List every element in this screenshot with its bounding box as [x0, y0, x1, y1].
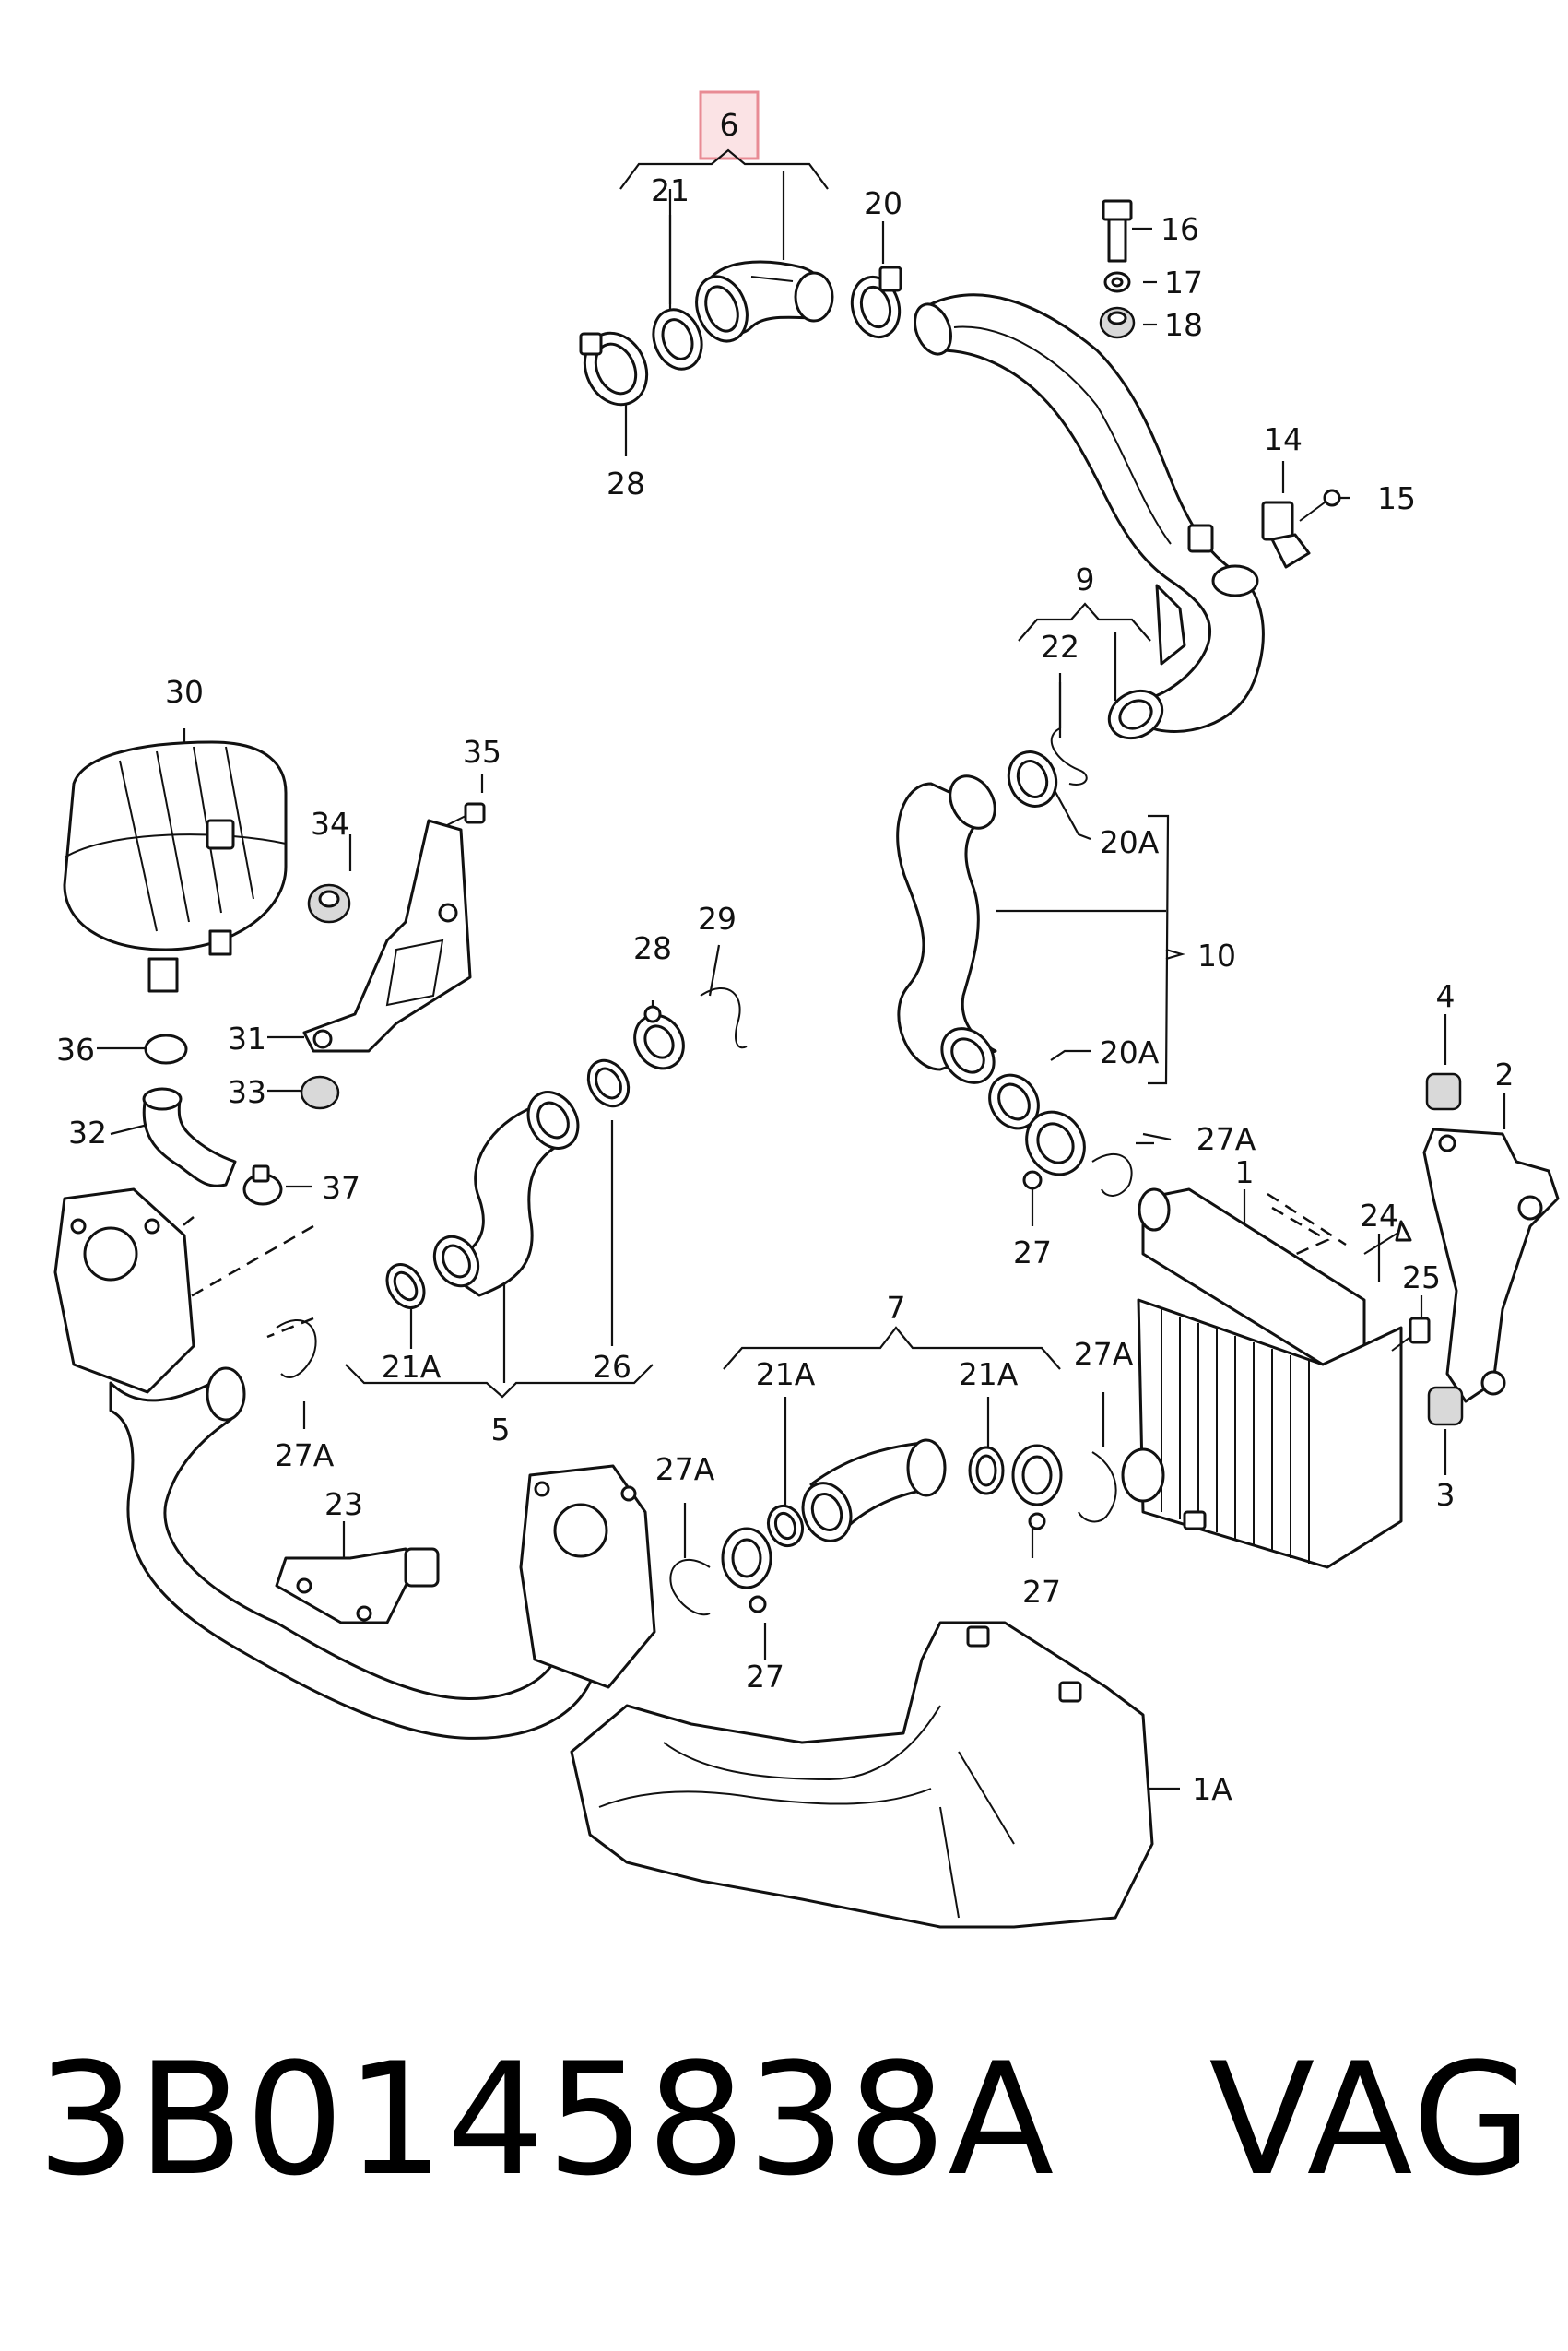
bolt-35 [446, 802, 486, 826]
clip-27A-right [1091, 1152, 1133, 1197]
label-1A: 1A [1192, 1771, 1232, 1807]
label-21A-m1: 21A [756, 1356, 816, 1392]
label-28-mid: 28 [633, 930, 672, 966]
label-31: 31 [228, 1021, 266, 1057]
label-3: 3 [1436, 1477, 1456, 1513]
highlight-box-6 [699, 90, 760, 160]
sensor-14 [1261, 501, 1311, 569]
screw-25 [1391, 1317, 1431, 1352]
clamp-27-right [1022, 1110, 1086, 1190]
grommet-4 [1425, 1072, 1462, 1111]
label-20: 20 [864, 185, 902, 221]
label-27A-l: 27A [275, 1437, 335, 1473]
ring-21A-mid1 [766, 1504, 805, 1548]
turbo-flange-mid [519, 1464, 656, 1689]
grommet-18 [1099, 306, 1136, 339]
bolt-16 [1102, 199, 1133, 263]
label-18: 18 [1164, 307, 1203, 343]
label-2: 2 [1495, 1057, 1515, 1093]
label-28-top: 28 [607, 466, 645, 502]
ring-21A-mid2 [968, 1446, 1005, 1495]
clamp-28-mid [633, 1005, 685, 1070]
label-20A-a: 20A [1100, 824, 1160, 860]
hose-32 [142, 1087, 237, 1187]
ring-21A-left [385, 1263, 426, 1309]
part-labels: 6 21 20 16 17 18 28 14 15 9 22 20A 10 20… [56, 107, 1515, 1807]
label-17: 17 [1164, 265, 1203, 301]
ring-20A-top [1007, 750, 1058, 808]
ring-20A-bottom [988, 1073, 1040, 1130]
label-23: 23 [324, 1486, 363, 1522]
pipe-23 [109, 1366, 601, 1740]
label-25: 25 [1402, 1259, 1441, 1295]
clamp-20-top [850, 266, 902, 339]
label-27A-b: 27A [655, 1451, 715, 1487]
label-9: 9 [1076, 561, 1095, 597]
label-14: 14 [1264, 421, 1303, 457]
label-16: 16 [1161, 211, 1199, 247]
label-6: 6 [720, 107, 739, 143]
turbo-flange-left [53, 1187, 195, 1394]
label-24: 24 [1360, 1198, 1398, 1234]
bracket-31 [302, 819, 472, 1053]
hose-part-6 [695, 260, 834, 343]
clip-27A-mid [1078, 1451, 1117, 1523]
clip-27A-bottom [669, 1558, 711, 1616]
hose-part-5 [432, 1091, 580, 1297]
bracket-2 [1422, 1128, 1560, 1403]
grommet-34 [307, 883, 351, 924]
reservoir-30 [63, 740, 288, 993]
clamp-28-top [579, 331, 649, 407]
label-10: 10 [1197, 938, 1236, 974]
ring-26 [586, 1058, 631, 1108]
clamp-36 [144, 1034, 188, 1065]
pipe-top-right [914, 293, 1265, 740]
clamp-27-bottom [721, 1527, 772, 1613]
label-21A-l: 21A [382, 1349, 442, 1385]
label-34: 34 [311, 806, 349, 842]
label-27A-r: 27A [1197, 1121, 1256, 1157]
grommet-33 [300, 1075, 340, 1110]
clamp-27-mid [1011, 1444, 1063, 1530]
hose-part-7 [801, 1438, 947, 1542]
label-27-r: 27 [1013, 1235, 1052, 1270]
label-7: 7 [887, 1290, 906, 1326]
label-22: 22 [1041, 629, 1079, 665]
ring-21-top [652, 308, 703, 371]
label-27-b: 27 [746, 1659, 784, 1695]
label-30: 30 [165, 674, 204, 710]
rivet-24 [1363, 1220, 1412, 1255]
label-21-top: 21 [651, 172, 690, 208]
clip-22 [1050, 727, 1088, 786]
part-number-title: 3B0145838A VAG [37, 2029, 1534, 2210]
label-27-m: 27 [1022, 1574, 1061, 1610]
label-36: 36 [56, 1032, 95, 1068]
label-5: 5 [491, 1412, 511, 1447]
label-4: 4 [1436, 978, 1456, 1014]
label-37: 37 [322, 1170, 360, 1206]
screw-15 [1299, 489, 1341, 522]
label-21A-m2: 21A [959, 1356, 1019, 1392]
label-35: 35 [463, 734, 501, 770]
label-27A-m: 27A [1074, 1336, 1134, 1372]
clip-27A-left [276, 1318, 317, 1378]
hose-part-10 [896, 774, 997, 1084]
air-duct-1A [570, 1621, 1154, 1929]
label-33: 33 [228, 1074, 266, 1110]
intercooler-1 [1121, 1187, 1403, 1569]
label-20A-b: 20A [1100, 1034, 1160, 1070]
label-29: 29 [698, 901, 737, 937]
label-15: 15 [1377, 480, 1416, 516]
label-26: 26 [593, 1349, 631, 1385]
clip-29 [700, 986, 748, 1049]
washer-17 [1103, 271, 1131, 293]
clamp-37 [242, 1164, 283, 1206]
grommet-3 [1427, 1386, 1464, 1426]
label-32: 32 [68, 1115, 107, 1151]
label-1: 1 [1235, 1154, 1255, 1190]
